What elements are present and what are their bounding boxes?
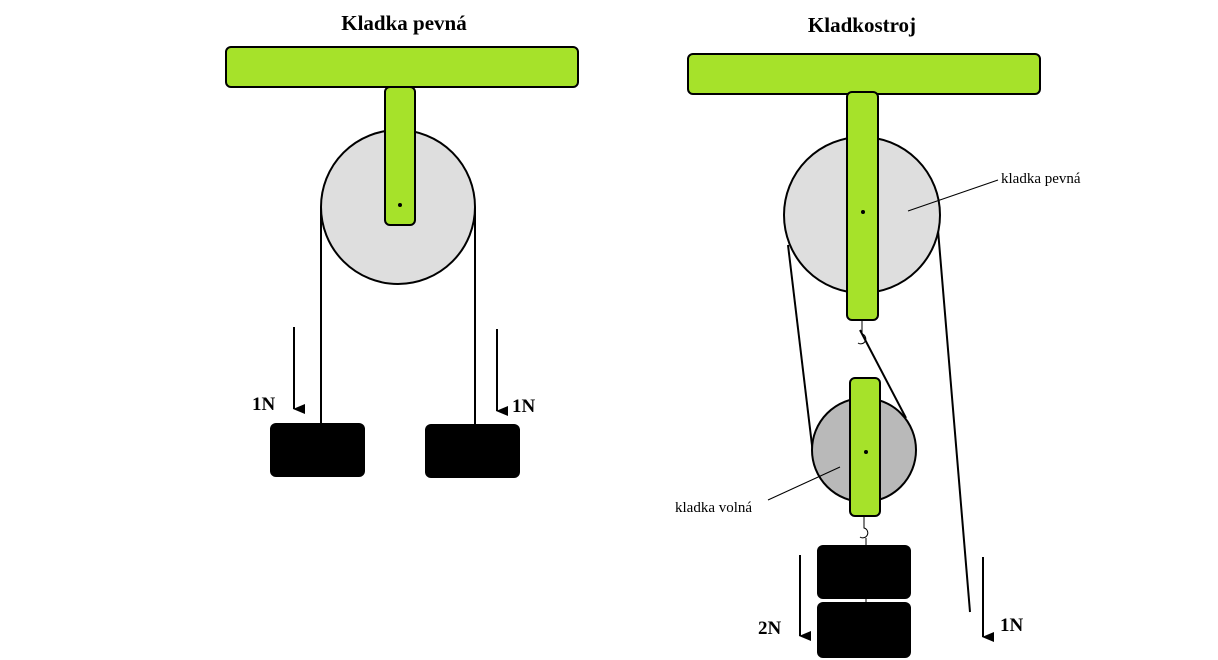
fixed-pulley-title: Kladka pevná [341, 11, 467, 35]
rope-outer-left [787, 244, 815, 463]
ceiling-beam-right [687, 53, 1041, 95]
force-label-load: 2N [758, 618, 782, 639]
rope-inner [859, 329, 907, 419]
callout-line-fixed [907, 179, 999, 212]
fixed-pulley-callout: kladka pevná [1001, 171, 1081, 187]
movable-pulley-axle [864, 450, 868, 454]
force-label-left: 1N [252, 394, 276, 415]
callout-line-movable [767, 466, 841, 501]
hook-upper [857, 320, 867, 345]
force-label-pull: 1N [1000, 615, 1024, 636]
movable-pulley-callout: kladka volná [675, 500, 752, 516]
rope-pull [937, 229, 971, 613]
hook-lower [859, 516, 869, 546]
pulley-axle [398, 203, 402, 207]
fixed-pulley-diagram: Kladka pevná 1N 1N [225, 11, 579, 478]
ceiling-beam [225, 46, 579, 88]
movable-pulley-bracket [849, 377, 881, 517]
pulley-block-title: Kladkostroj [808, 13, 916, 37]
pulley-block-diagram: Kladkostroj kladka pevná kladka volná 2N [675, 13, 1081, 658]
weight-left [270, 423, 365, 477]
weight-upper [817, 545, 911, 599]
weight-lower [817, 602, 911, 658]
pulley-bracket [384, 86, 416, 226]
weight-right [425, 424, 520, 478]
fixed-pulley-bracket-right [846, 91, 879, 321]
force-label-right: 1N [512, 396, 536, 417]
fixed-pulley-axle-right [861, 210, 865, 214]
